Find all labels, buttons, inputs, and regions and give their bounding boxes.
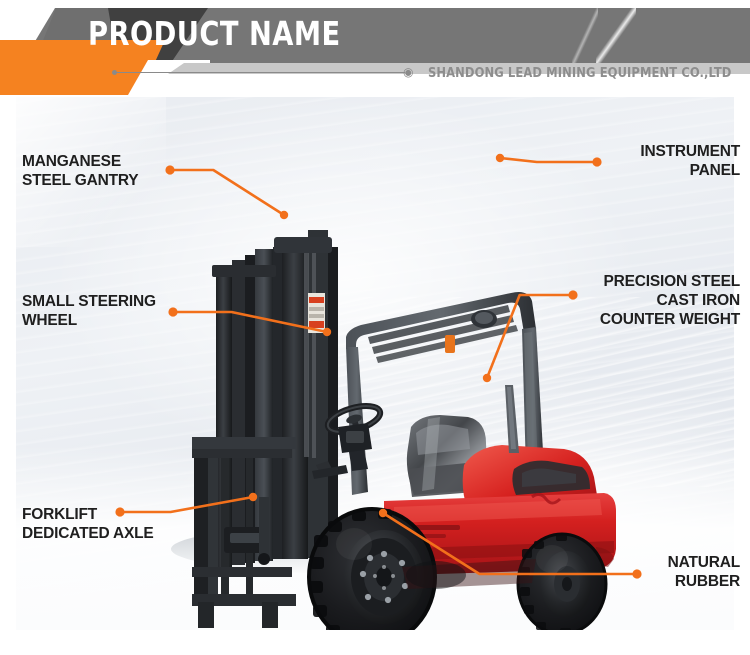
registered-mark-icon: ◉ xyxy=(403,65,414,79)
header-light-streak-secondary xyxy=(572,8,598,64)
product-image-panel xyxy=(16,97,734,630)
page-header: PRODUCT NAME ◉ SHANDONG LEAD MINING EQUI… xyxy=(0,0,750,95)
panel-corner-highlight xyxy=(16,97,166,247)
header-rule xyxy=(115,72,405,73)
page-title: PRODUCT NAME xyxy=(88,14,341,53)
header-rule-dot xyxy=(112,70,117,75)
forklift-illustration xyxy=(171,230,616,630)
header-lightgray-band xyxy=(168,63,750,74)
company-name: SHANDONG LEAD MINING EQUIPMENT CO.,LTD xyxy=(428,65,732,81)
header-light-streak xyxy=(596,8,636,64)
